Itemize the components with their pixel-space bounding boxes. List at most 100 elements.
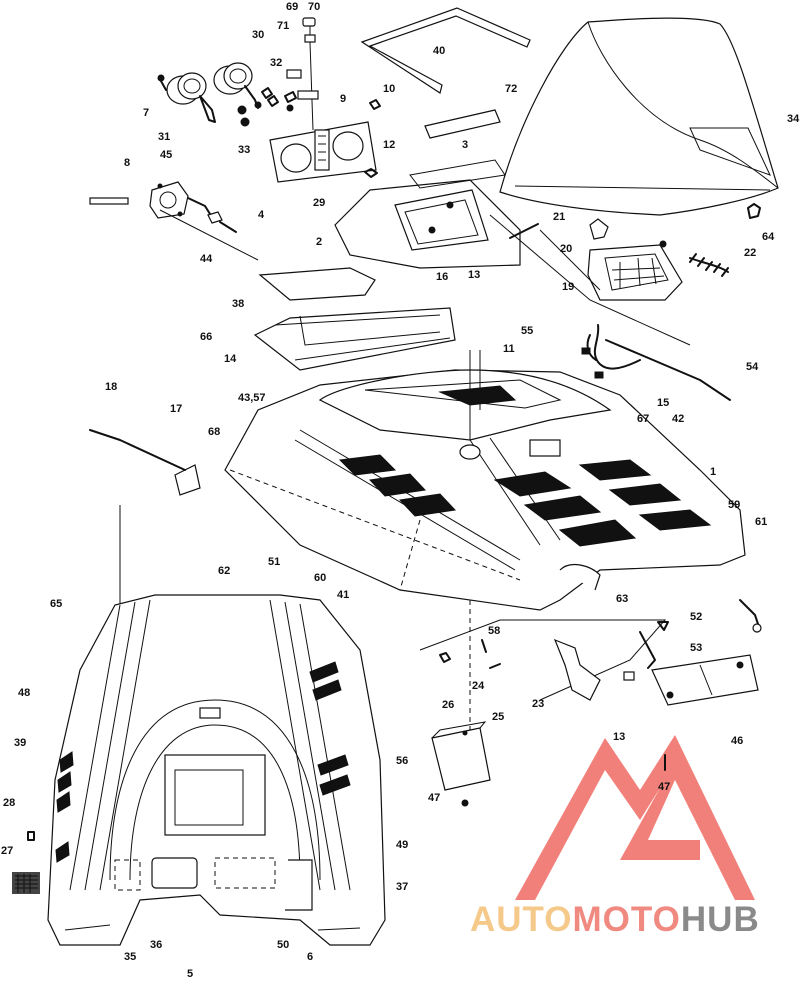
hinge-23 [553, 638, 601, 701]
callout-18: 18 [105, 381, 118, 393]
insulation-38 [258, 267, 376, 301]
callout-34: 34 [787, 113, 800, 125]
hood-1 [224, 369, 746, 611]
callout-44: 44 [200, 253, 213, 265]
callout-9: 9 [340, 93, 347, 105]
bulb-69-70-71 [286, 17, 319, 131]
bracket-17 [89, 429, 201, 496]
callout-13: 13 [468, 269, 481, 281]
callout-63: 63 [616, 593, 629, 605]
hood-underside-view [47, 594, 386, 946]
latch-46 [623, 599, 762, 706]
callout-32: 32 [270, 57, 283, 69]
callout-40: 40 [433, 45, 446, 57]
callout-4: 4 [258, 209, 265, 221]
tray-14-66 [253, 307, 456, 371]
callout-36: 36 [150, 939, 163, 951]
callout-60: 60 [314, 572, 327, 584]
callout-46: 46 [731, 735, 744, 747]
callout-1: 1 [710, 466, 717, 478]
callout-17: 17 [170, 403, 183, 415]
callout-67: 67 [637, 413, 650, 425]
rivet-28 [27, 831, 35, 841]
ignition-switch-45 [89, 181, 237, 233]
callout-22: 22 [744, 247, 757, 259]
watermark-text: AUTOMOTOHUB [470, 900, 800, 940]
callout-71: 71 [277, 20, 290, 32]
callout-21: 21 [553, 211, 566, 223]
decal-72 [424, 109, 501, 139]
callout-38: 38 [232, 298, 245, 310]
callout-31: 31 [158, 131, 171, 143]
callout-62: 62 [218, 565, 231, 577]
callout-47-right: 47 [658, 781, 671, 793]
callout-53: 53 [690, 642, 703, 654]
callout-66: 66 [200, 331, 213, 343]
trim-strip-40 [360, 7, 531, 94]
callout-51: 51 [268, 556, 281, 568]
windshield-34 [499, 17, 779, 216]
callout-8: 8 [124, 157, 131, 169]
watermark-logo-icon [515, 735, 755, 900]
callout-59: 59 [728, 499, 741, 511]
gauge-30 [213, 62, 259, 109]
callout-52: 52 [690, 611, 703, 623]
callout-42: 42 [672, 413, 685, 425]
watermark-part-hub: HUB [680, 900, 760, 939]
callout-72: 72 [505, 83, 518, 95]
callout-64: 64 [762, 231, 775, 243]
instrument-panel-4 [269, 121, 377, 183]
fasteners-24-26 [439, 639, 501, 669]
bulb-sockets-32 [237, 87, 297, 127]
screw-7 [157, 74, 167, 91]
clip-64 [747, 203, 761, 219]
callout-55: 55 [521, 325, 534, 337]
callout-58: 58 [488, 625, 501, 637]
callout-41: 41 [337, 589, 350, 601]
callout-11: 11 [503, 343, 515, 355]
callout-20: 20 [560, 243, 573, 255]
callout-39: 39 [14, 737, 27, 749]
gauge-31 [166, 72, 216, 123]
callout-24: 24 [472, 680, 485, 692]
callout-61: 61 [755, 516, 768, 528]
callout-15: 15 [657, 397, 670, 409]
callout-26: 26 [442, 699, 455, 711]
bracket-56 [431, 721, 491, 807]
callout-30: 30 [252, 29, 265, 41]
callout-16: 16 [436, 271, 449, 283]
callout-3: 3 [462, 139, 469, 151]
grille-27 [12, 872, 40, 894]
callout-14: 14 [224, 353, 237, 365]
callout-35: 35 [124, 951, 137, 963]
callout-54: 54 [746, 361, 759, 373]
headlight-assembly [587, 218, 729, 301]
callout-28: 28 [3, 797, 16, 809]
watermark-part-auto: AUTO [470, 900, 573, 939]
callout-50: 50 [277, 939, 290, 951]
callout-70: 70 [308, 1, 321, 13]
callout-29: 29 [313, 197, 326, 209]
callout-13-lower: 13 [613, 731, 626, 743]
callout-7: 7 [143, 107, 150, 119]
callout-5: 5 [187, 968, 194, 980]
callout-19: 19 [562, 281, 575, 293]
callout-43-57: 43,57 [238, 392, 266, 404]
gauge-assembly [157, 17, 381, 183]
callout-23: 23 [532, 698, 545, 710]
callout-25: 25 [492, 711, 505, 723]
callout-2: 2 [316, 236, 323, 248]
callout-69: 69 [286, 1, 299, 13]
wiring-harness-54 [581, 324, 731, 401]
callout-65: 65 [50, 598, 63, 610]
callout-33: 33 [238, 144, 251, 156]
callout-12: 12 [383, 139, 396, 151]
callout-48: 48 [18, 687, 31, 699]
callout-49: 49 [396, 839, 409, 851]
callout-37: 37 [396, 881, 409, 893]
callout-47: 47 [428, 792, 441, 804]
callout-10: 10 [383, 83, 396, 95]
callout-56: 56 [396, 755, 409, 767]
callout-45: 45 [160, 149, 173, 161]
